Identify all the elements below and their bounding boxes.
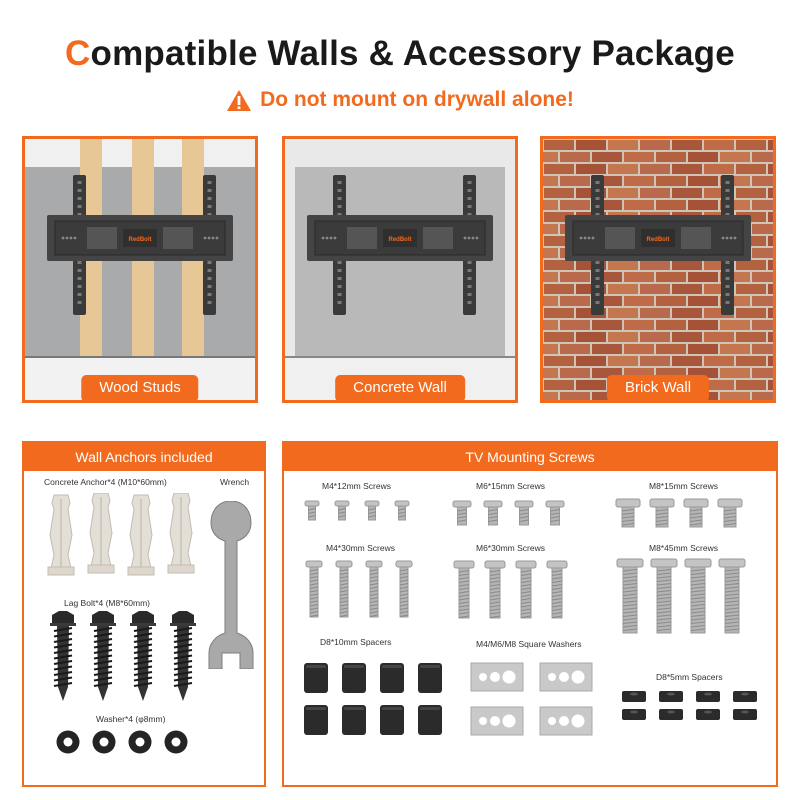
m8-45-label: M8*45mm Screws [649,543,718,553]
tv-mount-icon: RedBolt [47,175,233,315]
svg-text:RedBolt: RedBolt [129,237,152,243]
washers [56,730,188,754]
tv-mounting-screws-box: TV Mounting Screws M4*12mm Screws M6*15m… [282,441,778,787]
wood-studs-scene: RedBolt [25,139,255,400]
square-washers-label: M4/M6/M8 Square Washers [476,639,582,649]
page-title: Compatible Walls & Accessory Package [0,34,800,74]
wall-anchors-title: Wall Anchors included [24,443,264,471]
screws-illustration [304,498,757,736]
warning-icon [227,89,252,111]
lag-bolts [50,611,196,701]
tv-mount-icon: RedBolt [565,175,751,315]
brick-scene: RedBolt [543,139,773,400]
m6-15-label: M6*15mm Screws [476,481,545,491]
title-rest: ompatible Walls & Accessory Package [90,34,735,73]
m4-30-label: M4*30mm Screws [326,543,395,553]
wall-panel-wood-studs: RedBolt Wood Studs [22,136,258,403]
svg-text:RedBolt: RedBolt [647,237,670,243]
wrench-icon [208,501,254,669]
wall-label-concrete: Concrete Wall [335,375,465,400]
warning-banner: Do not mount on drywall alone! [0,88,800,112]
wrench-label: Wrench [220,477,250,487]
lag-bolt-label: Lag Bolt*4 (M8*60mm) [64,598,150,608]
wall-label-brick: Brick Wall [606,375,710,400]
washer-label: Washer*4 (φ8mm) [96,714,166,724]
screws-title: TV Mounting Screws [284,443,776,471]
m6-30-label: M6*30mm Screws [476,543,545,553]
title-first-letter: C [65,34,91,73]
d8-10-label: D8*10mm Spacers [320,637,392,647]
concrete-anchors [47,493,195,576]
concrete-scene: RedBolt [285,139,515,400]
concrete-anchor-label: Concrete Anchor*4 (M10*60mm) [44,477,167,487]
wall-panel-brick: RedBolt Brick Wall [540,136,776,403]
wall-panel-concrete: RedBolt Concrete Wall [282,136,518,403]
tv-mount-icon: RedBolt [307,175,493,315]
svg-text:RedBolt: RedBolt [389,237,412,243]
warning-text: Do not mount on drywall alone! [260,88,574,111]
m8-15-label: M8*15mm Screws [649,481,718,491]
m4-12-label: M4*12mm Screws [322,481,391,491]
d8-5-label: D8*5mm Spacers [656,672,723,682]
wall-anchors-box: Wall Anchors included Concrete Anchor*4 … [22,441,266,787]
wall-label-wood-studs: Wood Studs [81,375,199,400]
